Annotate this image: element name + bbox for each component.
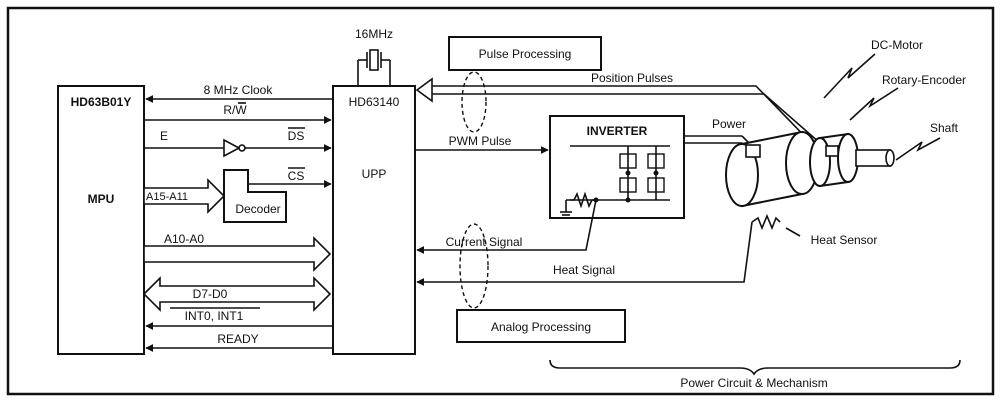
analog-processing-label: Analog Processing — [491, 320, 591, 334]
analog-processing-box: Analog Processing — [456, 309, 626, 343]
upp-part-label: HD63140 — [349, 95, 400, 109]
pulse-processing-box: Pulse Processing — [448, 36, 602, 71]
current-signal-line — [416, 199, 597, 254]
figure-border — [6, 6, 995, 396]
pwm-label: PWM Pulse — [449, 134, 512, 148]
pulse-processing-label: Pulse Processing — [479, 47, 572, 61]
shaft: Shaft — [855, 121, 959, 167]
data-label: D7-D0 — [193, 287, 228, 301]
power-mechanism-label: Power Circuit & Mechanism — [680, 376, 827, 390]
power-label: Power — [712, 117, 746, 131]
mpu-block: HD63B01Y MPU — [57, 85, 145, 355]
addr-hi-label: A15-A11 — [146, 191, 188, 203]
heat-label: Heat Signal — [553, 263, 615, 277]
ds-label: DS — [288, 129, 305, 143]
rw-label: R/W — [223, 103, 247, 117]
inverter-label: INVERTER — [587, 124, 648, 138]
interrupts-label: INT0, INT1 — [185, 309, 244, 323]
addr-lo-label: A10-A0 — [164, 232, 204, 246]
heat-sensor-label: Heat Sensor — [811, 233, 878, 247]
inverter-block: INVERTER — [549, 115, 685, 219]
analog-dashed-ellipse — [459, 223, 489, 309]
ready-label: READY — [217, 332, 258, 346]
mpu-part-label: HD63B01Y — [71, 95, 132, 109]
pulse-dashed-ellipse — [461, 71, 487, 133]
mpu-label: MPU — [88, 192, 115, 206]
decoder-label: Decoder — [235, 202, 280, 216]
shaft-label: Shaft — [930, 121, 959, 135]
position-pulses-line — [430, 85, 819, 151]
heat-sensor: Heat Sensor — [751, 213, 878, 247]
data-bus: D7-D0 — [142, 276, 332, 312]
position-label: Position Pulses — [591, 71, 673, 85]
rotary-encoder: Rotary-Encoder — [809, 73, 966, 188]
inverter-gate — [223, 138, 241, 158]
clock-label: 8 MHz Clook — [204, 83, 274, 97]
cs-label: CS — [288, 169, 305, 183]
mechanism-brace — [549, 359, 961, 376]
upp-block: HD63140 UPP — [332, 85, 416, 355]
crystal-oscillator: 16MHz — [355, 27, 393, 86]
rotary-encoder-label: Rotary-Encoder — [882, 73, 966, 87]
decoder-block: Decoder — [223, 169, 287, 223]
addr-hi-bus: A15-A11 — [143, 178, 226, 214]
upp-label: UPP — [362, 167, 387, 181]
heat-signal-line — [416, 221, 753, 286]
crystal-label: 16MHz — [355, 27, 393, 41]
current-label: Current Signal — [446, 235, 523, 249]
addr-lo-bus: A10-A0 — [143, 232, 332, 272]
e-label: E — [160, 129, 168, 143]
dc-motor: DC-Motor — [725, 38, 923, 208]
dc-motor-label: DC-Motor — [871, 38, 923, 52]
